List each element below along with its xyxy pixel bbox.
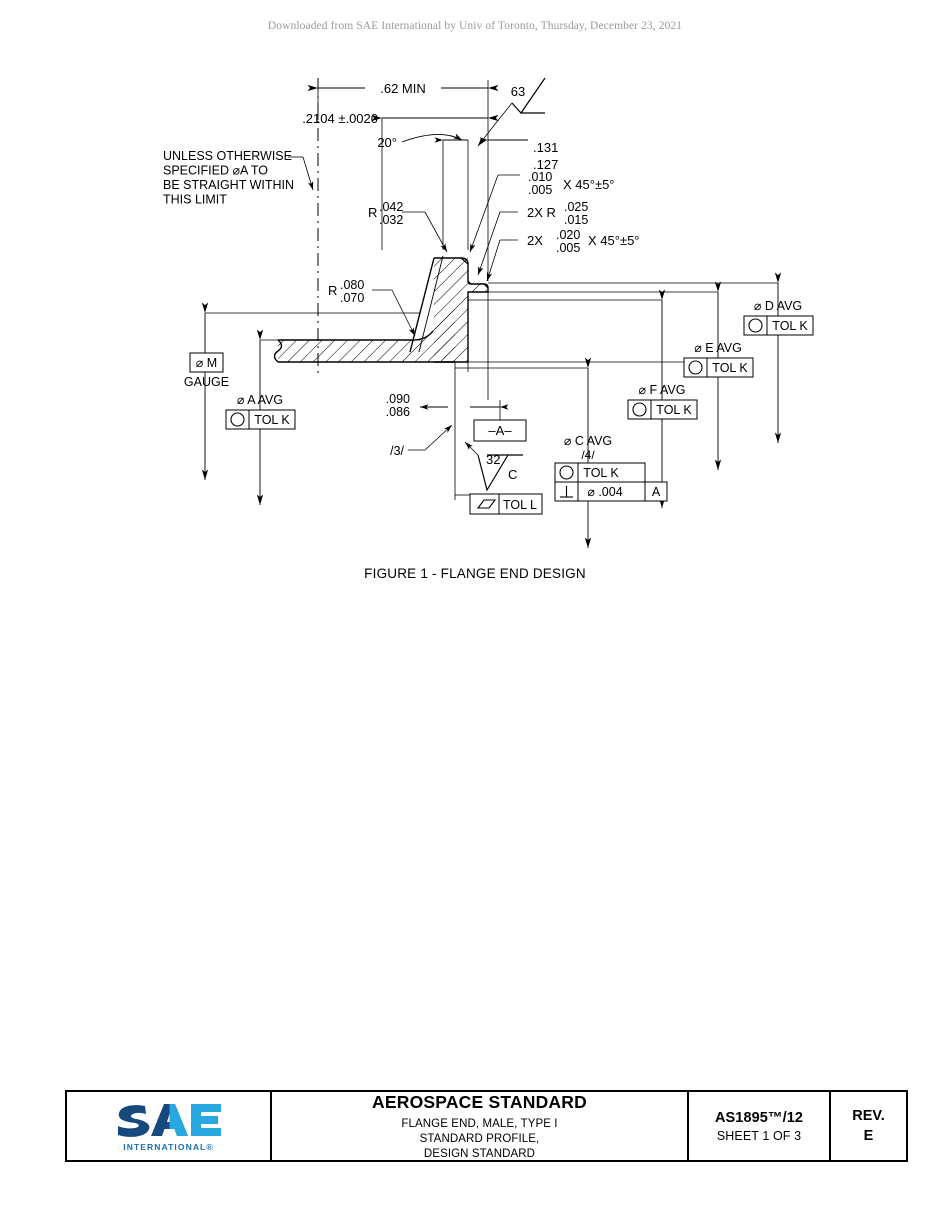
label-thickness-upper: .090	[386, 392, 410, 406]
label-thickness-lower: .086	[386, 405, 410, 419]
label-radius3-lower: .070	[340, 291, 364, 305]
sae-logo: INTERNATIONAL®	[113, 1100, 225, 1152]
label-2104: .2104 ±.0020	[302, 111, 378, 126]
title-block: INTERNATIONAL® AEROSPACE STANDARD FLANGE…	[65, 1090, 908, 1162]
document-number: AS1895™/12	[714, 1109, 804, 1126]
label-dia-c-note: /4/	[581, 448, 595, 462]
sheet-number: SHEET 1 OF 3	[716, 1128, 802, 1143]
circularity-icon	[748, 318, 763, 333]
leader-20deg	[401, 133, 463, 143]
label-dia-e: ⌀ E AVG	[694, 341, 742, 355]
figure-caption: FIGURE 1 - FLANGE END DESIGN	[364, 566, 586, 581]
label-chamfer1-upper: .010	[528, 170, 552, 184]
label-chamfer1-lower: .005	[528, 183, 552, 197]
subtitle-line-3: DESIGN STANDARD	[423, 1147, 536, 1160]
label-radius3-prefix: R	[328, 283, 337, 298]
flange-profile	[434, 257, 489, 363]
label-datum-ref: A	[652, 485, 661, 499]
label-nose-lower: .127	[533, 157, 558, 172]
label-tol-l: TOL L	[503, 498, 537, 512]
circularity-icon	[688, 360, 703, 375]
label-surface-finish-63: 63	[511, 84, 525, 99]
circularity-icon	[230, 412, 245, 427]
document-number-cell: AS1895™/12 SHEET 1 OF 3	[689, 1092, 831, 1160]
label-dia-a: ⌀ A AVG	[237, 393, 283, 407]
callout-tol-l: TOL L	[469, 493, 543, 515]
callout-datum-a: –A–	[473, 419, 527, 442]
label-chamfer1-angle: X 45°±5°	[563, 177, 615, 192]
sae-logo-subtext: INTERNATIONAL®	[123, 1142, 214, 1153]
label-tol-k-f: TOL K	[656, 403, 692, 417]
label-radius1-prefix: R	[368, 205, 377, 220]
label-radius3-upper: .080	[340, 278, 364, 292]
revision-cell: REV. E	[831, 1092, 906, 1160]
label-tol-k-e: TOL K	[712, 361, 748, 375]
label-radius2-prefix: 2X R	[527, 205, 556, 220]
surface-finish-63-symbol	[477, 77, 546, 147]
label-radius2-upper: .025	[564, 200, 588, 214]
label-dia-m: ⌀ M	[196, 356, 217, 370]
dim-090-086	[420, 362, 509, 500]
label-tol-k-a: TOL K	[254, 413, 290, 427]
break-line	[273, 339, 283, 363]
subtitle-line-2: STANDARD PROFILE,	[419, 1132, 540, 1145]
label-nose-upper: .131	[533, 140, 558, 155]
parallelism-icon	[476, 499, 497, 509]
label-perp-value: ⌀ .004	[587, 485, 622, 499]
section-hatch-flange	[434, 258, 487, 362]
label-chamfer2-prefix: 2X	[527, 233, 543, 248]
label-chamfer2-upper: .020	[556, 228, 580, 242]
label-radius1-lower: .032	[379, 213, 403, 227]
subtitle-line-1: FLANGE END, MALE, TYPE I	[401, 1118, 558, 1131]
label-dia-f: ⌀ F AVG	[639, 383, 686, 397]
revision-label: REV.	[852, 1108, 885, 1124]
callout-dia-d: ⌀ D AVG TOL K	[743, 299, 814, 336]
sealing-face-line	[409, 257, 435, 353]
label-note-3: /3/	[390, 444, 404, 458]
label-62-min: .62 MIN	[380, 81, 426, 96]
label-dia-c: ⌀ C AVG	[564, 434, 612, 448]
label-tol-k-c: TOL K	[583, 466, 619, 480]
note-straightness: UNLESS OTHERWISE SPECIFIED ⌀A TO BE STRA…	[163, 149, 298, 207]
tube-wall-outline	[278, 330, 434, 341]
standard-subtitle: FLANGE END, MALE, TYPE I STANDARD PROFIL…	[401, 1117, 557, 1161]
callout-dia-m-gauge: ⌀ M GAUGE	[184, 352, 229, 389]
callout-dia-c: ⌀ C AVG /4/ TOL K ⌀ .004 A	[554, 434, 668, 502]
figure-drawing: .62 MIN .2104 ±.0020 20° 63 .131 .127 .0…	[163, 77, 814, 548]
circularity-icon	[559, 465, 574, 480]
sae-logo-cell: INTERNATIONAL®	[67, 1092, 272, 1160]
revision-value: E	[863, 1128, 874, 1144]
surface-finish-32-symbol	[464, 441, 523, 492]
label-surface-finish-face-letter: C	[508, 467, 517, 482]
circularity-icon	[632, 402, 647, 417]
label-chamfer2-angle: X 45°±5°	[588, 233, 640, 248]
label-dia-d: ⌀ D AVG	[754, 299, 802, 313]
label-gauge: GAUGE	[184, 375, 229, 389]
download-notice: Downloaded from SAE International by Uni…	[267, 20, 683, 32]
label-datum-a: –A–	[488, 423, 512, 438]
label-surface-finish-32: 32	[486, 452, 500, 467]
perpendicularity-icon	[560, 486, 573, 498]
standard-title: AEROSPACE STANDARD	[372, 1091, 587, 1112]
label-20deg: 20°	[377, 135, 397, 150]
section-hatch-wall	[278, 300, 455, 362]
callout-dia-a: ⌀ A AVG TOL K	[225, 393, 296, 430]
label-chamfer2-lower: .005	[556, 241, 580, 255]
label-radius1-upper: .042	[379, 200, 403, 214]
sae-logo-icon	[117, 1104, 221, 1138]
callout-dia-e: ⌀ E AVG TOL K	[683, 341, 754, 378]
label-tol-k-d: TOL K	[772, 319, 808, 333]
sealing-face-line2	[418, 255, 444, 353]
standard-title-cell: AEROSPACE STANDARD FLANGE END, MALE, TYP…	[272, 1092, 689, 1160]
callout-dia-f: ⌀ F AVG TOL K	[627, 383, 698, 420]
label-radius2-lower: .015	[564, 213, 588, 227]
